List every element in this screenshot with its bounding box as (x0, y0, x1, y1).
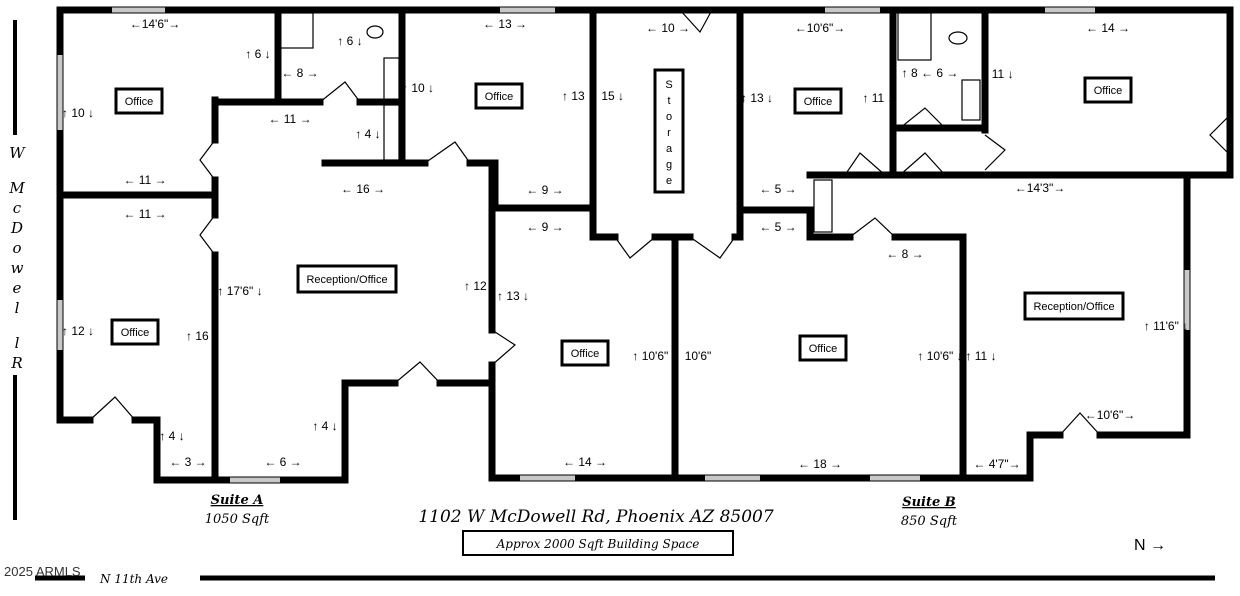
svg-text:← 16 →: ← 16 → (341, 182, 385, 196)
room-label: Office (485, 91, 514, 103)
svg-text:← 9 →: ← 9 → (526, 220, 563, 234)
svg-text:← 11 →: ← 11 → (123, 207, 166, 221)
suite-b-name: Suite B (902, 495, 956, 510)
suite-a-name: Suite A (211, 493, 264, 508)
svg-text:↑ 11 ↓: ↑ 11 ↓ (982, 67, 1013, 81)
svg-text:↑ 13 ↓: ↑ 13 ↓ (741, 91, 773, 105)
street-name-bottom: N 11th Ave (99, 572, 168, 586)
svg-text:10'6": 10'6" (685, 349, 712, 363)
svg-text:← 3 →: ← 3 → (169, 455, 206, 469)
svg-text:← 5 →: ← 5 → (759, 182, 796, 196)
svg-text:←10'6"→: ←10'6"→ (1085, 408, 1136, 422)
building-space-box (462, 530, 734, 556)
storage-label: S t o r a g e (665, 79, 673, 187)
north-arrow: N → (1134, 537, 1166, 554)
svg-text:↑ 11 ↓: ↑ 11 ↓ (965, 349, 996, 363)
svg-text:↑ 8 ← 6 →: ↑ 8 ← 6 → (902, 66, 959, 80)
svg-text:↑ 13 ↓: ↑ 13 ↓ (497, 289, 529, 303)
svg-text:↑ 10'6" ↓: ↑ 10'6" ↓ (917, 349, 962, 363)
svg-text:↑ 12 ↓: ↑ 12 ↓ (464, 279, 496, 293)
watermark: 2025 ARMLS (4, 564, 81, 579)
svg-text:g: g (666, 159, 672, 171)
svg-text:S: S (665, 79, 672, 91)
svg-text:t: t (667, 95, 670, 107)
svg-text:a: a (666, 143, 673, 155)
svg-text:↑ 4 ↓: ↑ 4 ↓ (312, 419, 337, 433)
svg-text:e: e (13, 279, 22, 297)
svg-text:D: D (10, 219, 23, 237)
svg-text:← 9 →: ← 9 → (526, 183, 563, 197)
svg-text:c: c (13, 199, 22, 217)
room-label: Office (1094, 85, 1123, 97)
svg-text:↑ 13 ↓: ↑ 13 ↓ (562, 89, 594, 103)
doors (89, 9, 1231, 436)
toilet-icon (366, 25, 384, 39)
svg-text:←14'6"→: ←14'6"→ (130, 17, 181, 31)
svg-text:← 8 →: ← 8 → (281, 66, 318, 80)
svg-text:←14'3"→: ←14'3"→ (1015, 181, 1066, 195)
svg-text:l: l (15, 334, 20, 352)
svg-text:R: R (10, 354, 22, 372)
svg-text:↑ 16 ↓: ↑ 16 ↓ (186, 329, 218, 343)
svg-text:↑ 4 ↓: ↑ 4 ↓ (355, 127, 380, 141)
svg-text:↑ 17'6" ↓: ↑ 17'6" ↓ (217, 284, 262, 298)
svg-text:← 5 →: ← 5 → (759, 220, 796, 234)
svg-text:← 14 →: ← 14 → (563, 455, 607, 469)
room-label: Office (121, 327, 150, 339)
svg-text:↑ 10 ↓: ↑ 10 ↓ (62, 106, 94, 120)
svg-text:← 13 →: ← 13 → (483, 17, 527, 31)
suite-a-sqft: 1050 Sqft (205, 512, 270, 527)
svg-text:← 11 →: ← 11 → (123, 173, 166, 187)
svg-text:← 11 →: ← 11 → (268, 112, 311, 126)
svg-text:← 4'7"→: ← 4'7"→ (973, 457, 1020, 471)
svg-text:↑ 6 ↓: ↑ 6 ↓ (245, 47, 270, 61)
svg-text:↑ 4 ↓: ↑ 4 ↓ (159, 429, 184, 443)
room-label: Office (125, 96, 154, 108)
windows (57, 7, 1190, 483)
room-label: Office (571, 348, 600, 360)
restroom-fixtures (279, 12, 981, 233)
svg-text:W: W (9, 144, 26, 162)
suite-b-sqft: 850 Sqft (901, 514, 958, 529)
room-label: Reception/Office (1033, 301, 1114, 313)
svg-text:M: M (8, 179, 25, 197)
building-space: Approx 2000 Sqft Building Space (496, 537, 700, 551)
room-label: Reception/Office (306, 274, 387, 286)
svg-text:← 10 →: ← 10 → (646, 21, 690, 35)
room-labels: Office Office Office Office Office Offic… (110, 68, 1133, 367)
address: 1102 W McDowell Rd, Phoenix AZ 85007 (418, 507, 774, 527)
svg-text:↑ 15 ↓: ↑ 15 ↓ (592, 89, 624, 103)
svg-text:o: o (12, 239, 21, 257)
svg-text:w: w (11, 259, 24, 277)
svg-text:←10'6"→: ←10'6"→ (795, 21, 846, 35)
svg-text:r: r (667, 127, 671, 139)
svg-text:↑ 10'6" ↓: ↑ 10'6" ↓ (632, 349, 677, 363)
svg-text:l: l (15, 299, 20, 317)
svg-text:↑ 10 ↓: ↑ 10 ↓ (402, 81, 434, 95)
svg-text:↑ 6 ↓: ↑ 6 ↓ (337, 34, 362, 48)
svg-text:← 8 →: ← 8 → (886, 247, 923, 261)
svg-text:↑ 11'6" ↓: ↑ 11'6" ↓ (1144, 319, 1188, 333)
svg-text:o: o (666, 111, 672, 123)
svg-text:↑ 12 ↓: ↑ 12 ↓ (62, 324, 94, 338)
room-label: Office (809, 343, 838, 355)
dimensions: ←14'6"→ ↑ 6 ↓ ↑ 6 ↓ ← 8 → ← 13 → ← 10 → … (62, 17, 1188, 471)
svg-text:← 6 →: ← 6 → (264, 455, 301, 469)
svg-text:← 18 →: ← 18 → (798, 457, 842, 471)
toilet-icon (948, 31, 968, 45)
svg-text:↑ 11 ↓: ↑ 11 ↓ (862, 91, 893, 105)
room-label: Office (804, 96, 833, 108)
svg-text:e: e (666, 175, 672, 187)
svg-text:← 14 →: ← 14 → (1086, 21, 1130, 35)
street-name-west: W M c D o w e l l R (8, 144, 26, 372)
